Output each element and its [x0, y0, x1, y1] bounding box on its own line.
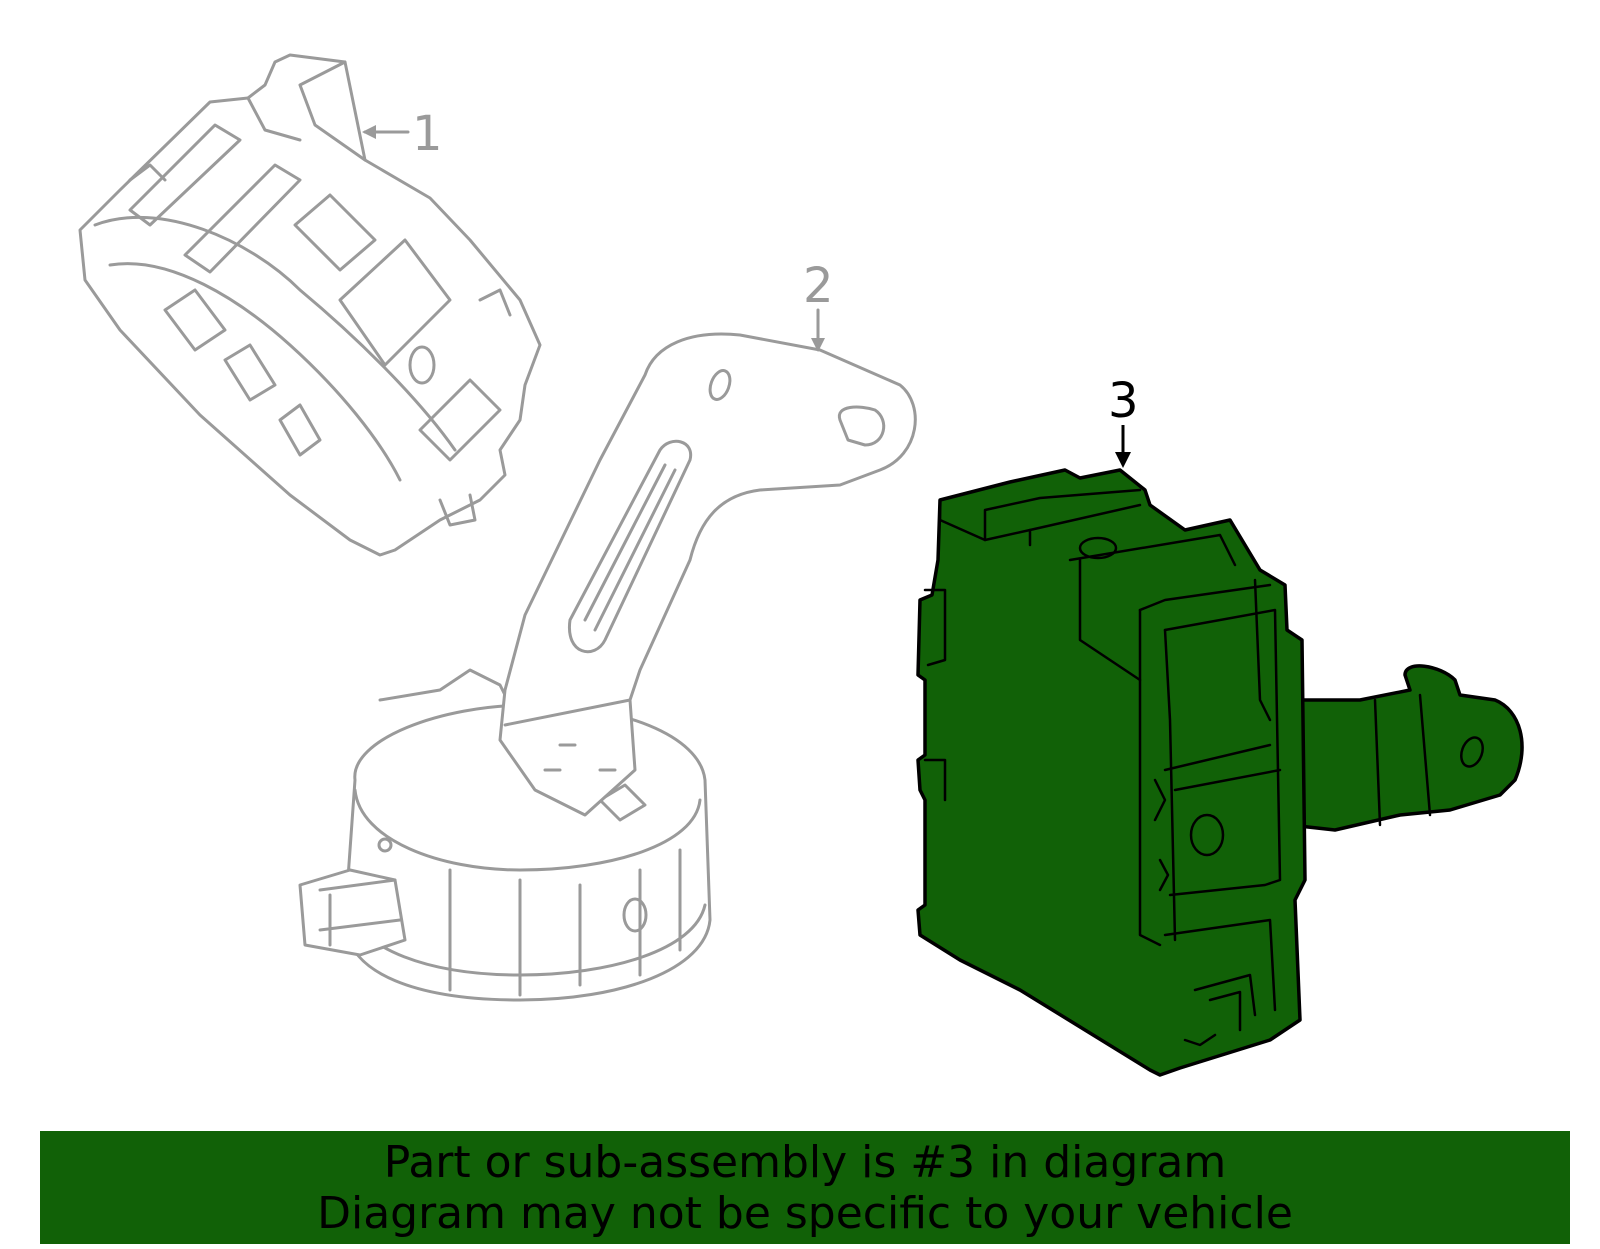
callout-1-leader — [362, 125, 410, 139]
callout-1-label: 1 — [412, 106, 443, 162]
callout-2-label: 2 — [803, 258, 834, 314]
callout-3-leader — [1115, 425, 1131, 468]
part-3-drawing — [916, 468, 1524, 1077]
info-banner: Part or sub-assembly is #3 in diagram Di… — [40, 1131, 1570, 1244]
callout-2-leader — [811, 308, 825, 352]
banner-line-disclaimer: Diagram may not be specific to your vehi… — [317, 1188, 1293, 1239]
banner-line-part: Part or sub-assembly is #3 in diagram — [383, 1137, 1227, 1188]
part-1-drawing — [78, 53, 542, 557]
callout-3-label: 3 — [1108, 373, 1139, 429]
part-2-drawing — [298, 332, 917, 1002]
